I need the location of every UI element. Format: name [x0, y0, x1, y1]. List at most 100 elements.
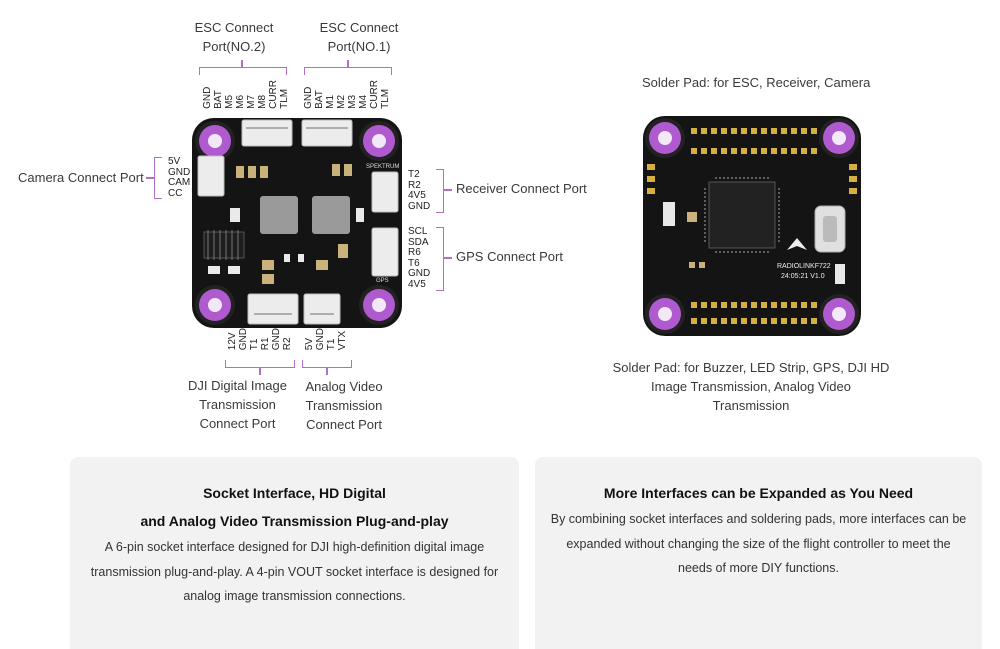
- camera-bracket: [154, 157, 162, 199]
- solder-pad: [711, 302, 717, 308]
- solder-pad: [751, 302, 757, 308]
- solder-pad: [751, 318, 757, 324]
- solder-pad: [721, 302, 727, 308]
- solder-pad: [731, 148, 737, 154]
- solder-pad: [721, 128, 727, 134]
- panel-more-interfaces: More Interfaces can be Expanded as You N…: [535, 457, 982, 649]
- mounting-holes-right: [645, 118, 859, 334]
- solder-pad: [811, 318, 817, 324]
- solder-pad: [691, 148, 697, 154]
- silk-board-name: RADIOLINKF722: [777, 263, 831, 270]
- panel-more-body-3: needs of more DIY functions.: [678, 561, 839, 575]
- panel-more-title-1: More Interfaces can be Expanded as You N…: [603, 485, 914, 501]
- solder-pad: [771, 318, 777, 324]
- camera-label: Camera Connect Port: [18, 170, 144, 185]
- esc2-tick: [241, 60, 243, 68]
- gps-tick: [444, 257, 452, 259]
- solder-pad: [741, 148, 747, 154]
- solder-pad-bottom-label: Solder Pad: for Buzzer, LED Strip, GPS, …: [612, 360, 890, 413]
- solder-pad: [849, 164, 857, 170]
- panel-socket-body-3: analog image transmission connections.: [183, 589, 406, 603]
- receiver-bracket: [436, 169, 444, 213]
- panel-more-body-2: expanded without changing the size of th…: [566, 536, 951, 551]
- solder-pad: [849, 176, 857, 182]
- panel-socket-body-2: transmission plug-and-play. A 4-pin VOUT…: [90, 564, 499, 579]
- solder-pad: [801, 318, 807, 324]
- solder-pad: [701, 148, 707, 154]
- panel-socket-interface: Socket Interface, HD Digital and Analog …: [70, 457, 519, 649]
- solder-pad: [691, 302, 697, 308]
- esc1-bracket: [304, 67, 392, 75]
- solder-pad: [791, 148, 797, 154]
- silk-board-date: 24:05:21 V1.0: [781, 273, 825, 280]
- solder-pad: [791, 302, 797, 308]
- solder-pad: [701, 128, 707, 134]
- flight-controller-socket-board: SPEKTRUM GPS: [192, 118, 402, 328]
- esc2-bracket: [199, 67, 287, 75]
- esc1-tick: [347, 60, 349, 68]
- panel-socket-title-2: and Analog Video Transmission Plug-and-p…: [140, 513, 449, 529]
- solder-pad: [751, 148, 757, 154]
- solder-pad: [701, 302, 707, 308]
- solder-pad: [647, 188, 655, 194]
- silk-gps: GPS: [376, 278, 389, 284]
- dji-tick: [259, 367, 261, 375]
- solder-pad: [751, 128, 757, 134]
- solder-pad: [811, 128, 817, 134]
- receiver-tick: [444, 189, 452, 191]
- gps-label: GPS Connect Port: [456, 249, 563, 264]
- solder-pad: [801, 148, 807, 154]
- solder-pad: [647, 164, 655, 170]
- solder-pad: [741, 318, 747, 324]
- solder-pad: [731, 302, 737, 308]
- solder-pad: [721, 148, 727, 154]
- connectors: [197, 119, 399, 325]
- panel-more-body-1: By combining socket interfaces and solde…: [550, 512, 967, 526]
- solder-pad: [711, 318, 717, 324]
- solder-pad: [781, 302, 787, 308]
- solder-pad: [741, 302, 747, 308]
- flight-controller-solder-board: RADIOLINKF722 24:05:21 V1.0: [643, 116, 861, 336]
- solder-pad: [811, 148, 817, 154]
- solder-pad: [741, 128, 747, 134]
- gps-bracket: [436, 227, 444, 291]
- solder-pad: [761, 128, 767, 134]
- solder-pad: [791, 128, 797, 134]
- solder-pad-top-label: Solder Pad: for ESC, Receiver, Camera: [642, 75, 871, 90]
- solder-pad: [781, 128, 787, 134]
- panel-socket-title-1: Socket Interface, HD Digital: [203, 485, 386, 501]
- mounting-holes: [195, 121, 399, 325]
- solder-pad: [647, 176, 655, 182]
- solder-pad: [771, 148, 777, 154]
- solder-pad: [811, 302, 817, 308]
- solder-pad: [761, 318, 767, 324]
- panel-socket-body-1: A 6-pin socket interface designed for DJ…: [104, 540, 485, 554]
- solder-pad: [711, 148, 717, 154]
- solder-pad: [771, 128, 777, 134]
- solder-pad: [781, 148, 787, 154]
- solder-pad: [781, 318, 787, 324]
- mcu-chip: [708, 181, 776, 249]
- solder-pad: [761, 302, 767, 308]
- solder-pad: [711, 128, 717, 134]
- solder-pad: [721, 318, 727, 324]
- solder-pad: [801, 302, 807, 308]
- solder-pads: [647, 128, 857, 324]
- solder-pad: [801, 128, 807, 134]
- silk-spektrum: SPEKTRUM: [366, 164, 399, 170]
- solder-pad: [771, 302, 777, 308]
- solder-pad: [849, 188, 857, 194]
- solder-pad: [691, 128, 697, 134]
- analog-tick: [326, 367, 328, 375]
- camera-tick: [146, 177, 154, 179]
- solder-pad: [701, 318, 707, 324]
- solder-pad: [731, 128, 737, 134]
